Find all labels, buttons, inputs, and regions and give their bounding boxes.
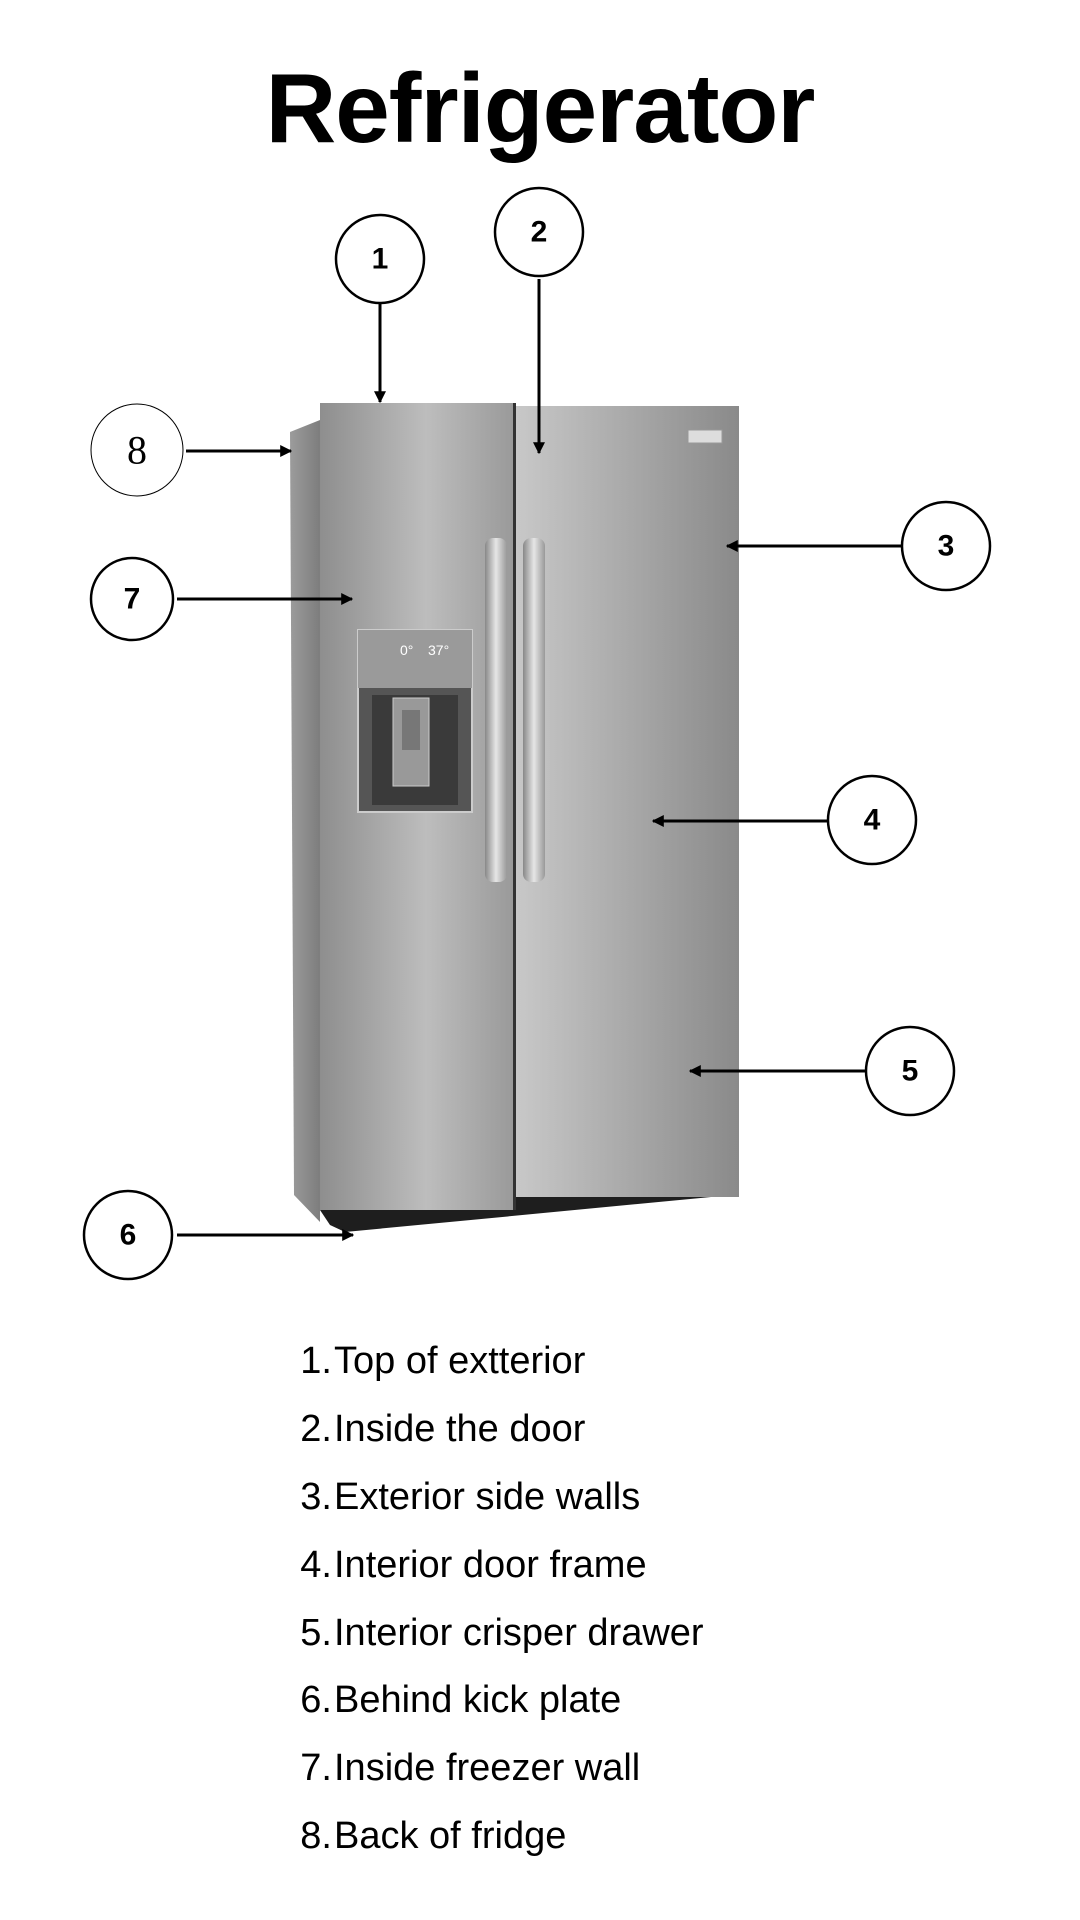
refrigerator-diagram: 0° 37° 1 2 3 4 5 6 7 8 [82,186,992,1281]
legend-number: 4. [300,1543,332,1586]
fridge-side-panel [290,420,320,1222]
callout-circle-6 [82,1189,174,1281]
callout-circle-7 [89,556,175,642]
dispenser-control-panel [358,630,472,688]
fridge-handle [523,538,545,882]
legend-label: Behind kick plate [334,1679,622,1722]
callout-circle-2 [493,186,585,278]
legend-number: 8. [300,1814,332,1857]
legend-label: Exterior side walls [334,1475,641,1518]
callout-number-5: 5 [902,1055,919,1088]
legend-list: 1.Top of extterior 2.Inside the door 3.E… [292,1328,704,1871]
brand-badge [687,429,723,444]
callout-circle-8 [90,403,184,497]
callout-number-4: 4 [864,804,881,837]
diagram-title: Refrigerator [265,53,816,163]
legend-number: 3. [300,1475,332,1518]
callout-number-1: 1 [372,243,389,276]
callout-circle-4 [826,774,918,866]
callout-circle-5 [864,1025,956,1117]
water-dispenser: 0° 37° [357,629,473,813]
legend-label: Interior crisper drawer [334,1611,704,1654]
legend-item: 3.Exterior side walls [292,1464,704,1532]
freezer-handle [485,538,507,882]
legend-number: 7. [300,1747,332,1790]
legend-item: 6.Behind kick plate [292,1667,704,1735]
refrigerator-image: 0° 37° [290,403,739,1232]
legend-number: 6. [300,1679,332,1722]
legend-item: 5.Interior crisper drawer [292,1599,704,1667]
legend-label: Inside the door [334,1408,586,1451]
legend-number: 2. [300,1408,332,1451]
legend-item: 4.Interior door frame [292,1531,704,1599]
legend-item: 8.Back of fridge [292,1803,704,1871]
callout-circle-1 [334,213,426,305]
callout-number-8: 8 [127,428,147,473]
legend-label: Top of extterior [334,1340,586,1383]
legend-item: 1.Top of extterior [292,1328,704,1396]
display-right-temp: 37° [428,642,449,658]
callout-number-7: 7 [124,583,141,616]
legend-label: Inside freezer wall [334,1747,641,1790]
fridge-door [516,406,739,1197]
legend-number: 1. [300,1340,332,1383]
display-left-temp: 0° [400,642,413,658]
callout-number-2: 2 [531,216,548,249]
legend-number: 5. [300,1611,332,1654]
callout-number-6: 6 [120,1219,137,1252]
legend-item: 2.Inside the door [292,1396,704,1464]
legend-label: Interior door frame [334,1543,647,1586]
legend-label: Back of fridge [334,1814,567,1857]
callout-number-3: 3 [938,530,955,563]
legend-item: 7.Inside freezer wall [292,1735,704,1803]
callout-circle-3 [900,500,992,592]
